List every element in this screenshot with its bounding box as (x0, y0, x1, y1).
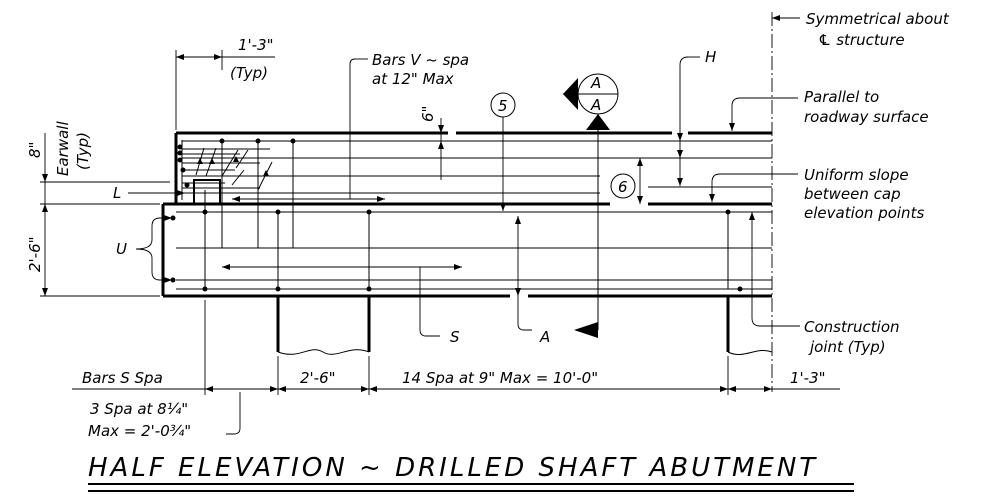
dim-14spa-label: 14 Spa at 9" Max = 10'-0" (402, 369, 598, 387)
section-a-cut (515, 216, 598, 338)
dim-6in (438, 118, 444, 180)
bars-v-leader (232, 58, 385, 202)
construction-joint-leader (749, 212, 800, 327)
construction-label-line1: Construction (804, 318, 900, 336)
drilled-shafts (276, 296, 773, 356)
spa3-label-line1: 3 Spa at 8¼" (90, 400, 188, 418)
bars-v-label-line2: at 12" Max (372, 70, 454, 88)
bar-mark-6 (610, 158, 643, 204)
parallel-label-line1: Parallel to (804, 88, 879, 106)
left-vertical-dims (40, 133, 170, 297)
spa3-label-line2: Max = 2'-0¾" (88, 422, 191, 440)
parallel-leader (729, 97, 798, 131)
longitudinal-bars (176, 140, 772, 290)
l-leader (128, 190, 185, 196)
uniform-label-line1: Uniform slope (804, 166, 909, 184)
h-leader (677, 56, 700, 186)
drawing-title: HALF ELEVATION ~ DRILLED SHAFT ABUTMENT (88, 453, 818, 483)
dim-2-6-vertical-label: 2'-6" (26, 236, 44, 272)
l-label: L (113, 184, 121, 202)
dim-1-3-typ-note: (Typ) (230, 64, 268, 82)
structure-centerline (771, 12, 800, 392)
stirrups (170, 141, 743, 292)
uniform-slope-leader (709, 173, 798, 202)
section-a-bottom-letter: A (590, 96, 601, 114)
dim-1-3-typ (175, 50, 275, 130)
construction-label-line2: joint (Typ) (808, 338, 886, 356)
dim-1-3-typ-value: 1'-3" (238, 36, 274, 54)
dim-6in-label: 6" (419, 106, 437, 122)
earwall-label-line1: Earwall (54, 121, 72, 176)
h-label: H (705, 48, 716, 66)
bars-s-spa-label: Bars S Spa (82, 369, 163, 387)
symmetrical-label-line1: Symmetrical about (806, 10, 950, 28)
earwall-bars (177, 138, 296, 200)
symmetrical-label-line2: ℄ structure (818, 31, 905, 49)
bar-mark-5-label: 5 (498, 97, 508, 115)
u-bracket (135, 215, 172, 283)
section-a-marker (563, 73, 619, 330)
u-label: U (116, 240, 127, 258)
bar-mark-6-label: 6 (618, 178, 628, 196)
parallel-label-line2: roadway surface (804, 108, 929, 126)
dim-1-3-label: 1'-3" (790, 369, 826, 387)
earwall-label-line2: (Typ) (74, 132, 92, 170)
section-a-top-letter: A (590, 74, 601, 92)
dim-8in-label: 8" (26, 142, 44, 158)
s-leader (222, 264, 462, 337)
uniform-label-line2: between cap (804, 185, 901, 203)
cap-outline (161, 131, 772, 298)
section-a-cut-label: A (539, 328, 550, 346)
uniform-label-line3: elevation points (804, 204, 924, 222)
s-label: S (450, 328, 460, 346)
bottom-dimension-string (72, 300, 840, 435)
dim-2-6-label: 2'-6" (300, 369, 336, 387)
bar-mark-5 (490, 92, 516, 211)
bars-v-label-line1: Bars V ~ spa (372, 51, 469, 69)
